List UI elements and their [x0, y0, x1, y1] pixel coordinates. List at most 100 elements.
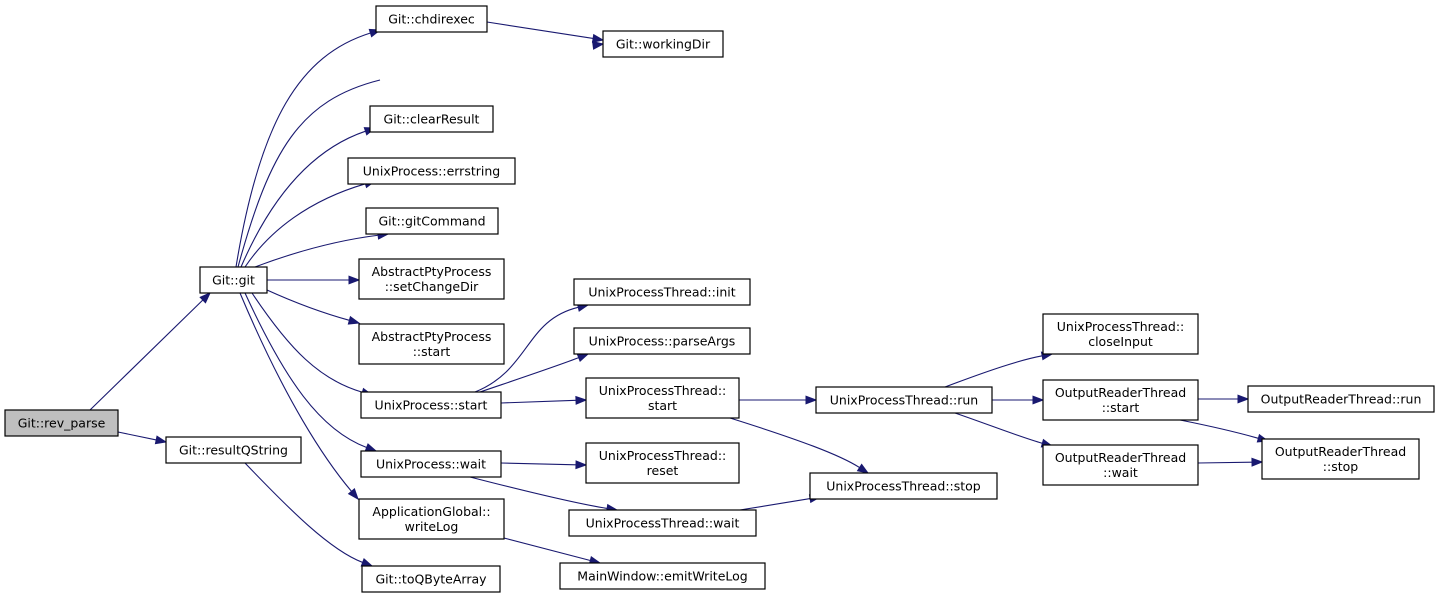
arrowhead-icon	[360, 558, 374, 567]
node-label: Git::git	[212, 273, 255, 288]
edge-rev_parse-to-git	[89, 292, 212, 411]
node-label: UnixProcessThread::	[599, 448, 727, 463]
call-edges	[89, 21, 1270, 567]
node-label: reset	[647, 463, 679, 478]
edge-git-to-apStart	[266, 289, 361, 325]
edge-git-to-chdirexec	[235, 28, 382, 268]
node-label: ::start	[1102, 400, 1140, 415]
arrowhead-icon	[347, 488, 359, 501]
node-label: UnixProcessThread::wait	[586, 516, 740, 531]
edge-ortStart-to-ortRun	[1198, 394, 1250, 404]
node-label: Git::workingDir	[616, 37, 711, 52]
node-workingDir[interactable]: Git::workingDir	[602, 30, 724, 58]
node-uptStop[interactable]: UnixProcessThread::stop	[809, 472, 998, 500]
arrowhead-icon	[576, 353, 590, 363]
node-label: OutputReaderThread::run	[1261, 392, 1422, 407]
node-label: AbstractPtyProcess	[372, 329, 492, 344]
node-label: Git::clearResult	[384, 112, 480, 127]
node-label: MainWindow::emitWriteLog	[577, 569, 747, 584]
arrowhead-icon	[575, 395, 588, 405]
node-label: OutputReaderThread	[1055, 385, 1186, 400]
node-label: ::stop	[1323, 459, 1358, 474]
arrowhead-icon	[348, 275, 361, 285]
node-parseArgs[interactable]: UnixProcess::parseArgs	[573, 327, 751, 355]
edge-git-to-errstring	[244, 179, 377, 268]
node-gitCommand[interactable]: Git::gitCommand	[365, 207, 499, 235]
node-label: UnixProcess::wait	[376, 457, 486, 472]
node-label: AbstractPtyProcess	[372, 264, 492, 279]
arrowhead-icon	[199, 292, 212, 304]
edge-upStart-to-uptStart	[500, 395, 588, 405]
arrowhead-icon	[591, 40, 605, 50]
edge-uptWait-to-uptStop	[739, 494, 822, 511]
node-uptRun[interactable]: UnixProcessThread::run	[815, 386, 993, 414]
node-toQByteArray[interactable]: Git::toQByteArray	[361, 565, 501, 593]
edge-uptStart-to-uptRun	[739, 395, 818, 405]
node-clearResult[interactable]: Git::clearResult	[369, 105, 494, 133]
node-label: UnixProcessThread::	[599, 383, 727, 398]
node-writeLog[interactable]: ApplicationGlobal::writeLog	[358, 498, 505, 540]
edge-ortWait-to-ortStop	[1197, 457, 1264, 467]
arrowhead-icon	[575, 460, 588, 470]
node-uptStart[interactable]: UnixProcessThread::start	[585, 377, 740, 419]
node-label: ::setChangeDir	[385, 279, 479, 294]
edge-git-to-writeLog	[239, 292, 359, 501]
node-label: closeInput	[1088, 334, 1153, 349]
node-chdirexec[interactable]: Git::chdirexec	[375, 5, 488, 33]
node-label: UnixProcess::errstring	[363, 164, 500, 179]
node-uptWait[interactable]: UnixProcessThread::wait	[568, 509, 757, 537]
node-label: start	[648, 398, 677, 413]
node-label: Git::rev_parse	[18, 416, 106, 431]
edge-git-to-upWait	[244, 292, 378, 452]
arrowhead-icon	[805, 395, 818, 405]
node-label: Git::chdirexec	[388, 12, 475, 27]
node-label: UnixProcessThread::run	[830, 393, 978, 408]
node-label: UnixProcessThread::	[1057, 319, 1185, 334]
edge-resultQString-to-toQByteArray	[244, 462, 374, 567]
node-ortWait[interactable]: OutputReaderThread::wait	[1042, 444, 1199, 486]
arrowhead-icon	[856, 463, 870, 474]
arrowhead-icon	[1032, 395, 1045, 405]
node-emitWriteLog[interactable]: MainWindow::emitWriteLog	[559, 562, 766, 590]
node-label: ::wait	[1103, 465, 1138, 480]
node-errstring[interactable]: UnixProcess::errstring	[347, 157, 516, 185]
node-upWait[interactable]: UnixProcess::wait	[360, 450, 502, 478]
node-ortRun[interactable]: OutputReaderThread::run	[1247, 385, 1435, 413]
node-rev_parse[interactable]: Git::rev_parse	[4, 409, 119, 437]
node-uptReset[interactable]: UnixProcessThread::reset	[585, 442, 740, 484]
node-label: writeLog	[405, 519, 459, 534]
function-nodes: Git::rev_parse Git::gitGit::resultQString…	[4, 5, 1435, 593]
edge-chdirexec-to-workingDir	[486, 21, 605, 43]
edge-uptRun-to-ortStart	[992, 395, 1045, 405]
node-ortStart[interactable]: OutputReaderThread::start	[1042, 379, 1199, 421]
arrowhead-icon	[154, 435, 168, 445]
edge-git-to-workingDir	[237, 40, 605, 268]
node-label: OutputReaderThread	[1055, 450, 1186, 465]
node-uptInit[interactable]: UnixProcessThread::init	[573, 278, 751, 306]
edge-writeLog-to-emitWriteLog	[499, 536, 602, 565]
node-label: UnixProcessThread::stop	[826, 479, 981, 494]
node-label: OutputReaderThread	[1275, 444, 1406, 459]
node-label: ApplicationGlobal::	[372, 504, 490, 519]
edge-rev_parse-to-resultQString	[117, 431, 168, 445]
edge-uptRun-to-ortWait	[954, 412, 1054, 448]
edge-upWait-to-uptReset	[500, 460, 588, 470]
edge-uptRun-to-closeInput	[944, 351, 1054, 388]
arrowhead-icon	[347, 315, 361, 325]
node-apStart[interactable]: AbstractPtyProcess::start	[358, 323, 505, 365]
node-label: Git::resultQString	[179, 443, 288, 458]
node-setChangeDir[interactable]: AbstractPtyProcess::setChangeDir	[358, 258, 505, 300]
node-label: UnixProcess::start	[375, 398, 488, 413]
node-git[interactable]: Git::git	[199, 266, 268, 294]
node-closeInput[interactable]: UnixProcessThread::closeInput	[1042, 313, 1199, 355]
node-label: Git::gitCommand	[378, 214, 485, 229]
node-resultQString[interactable]: Git::resultQString	[165, 436, 302, 464]
node-label: UnixProcess::parseArgs	[589, 334, 736, 349]
node-ortStop[interactable]: OutputReaderThread::stop	[1261, 438, 1420, 480]
arrowhead-icon	[1237, 394, 1250, 404]
node-upStart[interactable]: UnixProcess::start	[360, 391, 502, 419]
arrowhead-icon	[591, 33, 605, 43]
node-label: Git::toQByteArray	[375, 572, 487, 587]
node-label: UnixProcessThread::init	[588, 285, 735, 300]
